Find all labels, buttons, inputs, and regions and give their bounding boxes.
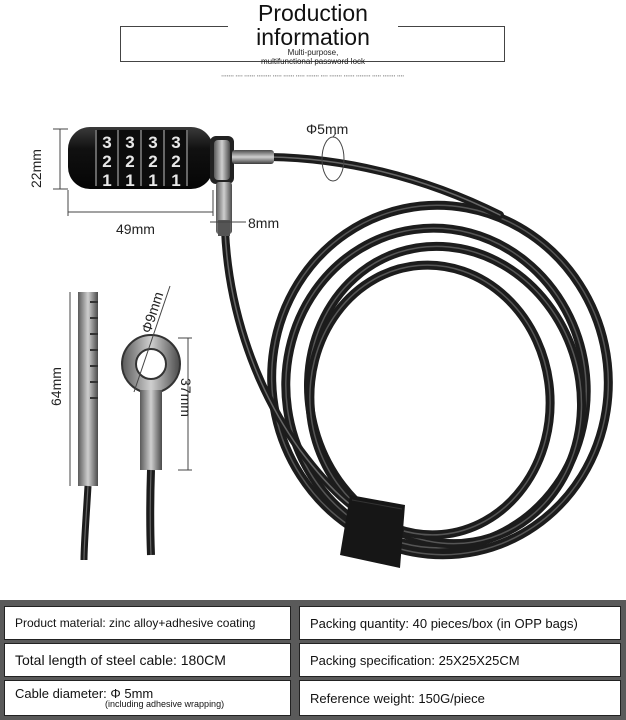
spec-cell-cable-diameter: Cable diameter: Φ 5mm (including adhesiv…	[4, 680, 291, 716]
coiled-cable	[221, 153, 613, 560]
lock-digit-r2-4: 2	[171, 152, 180, 171]
spec-packing-spec: Packing specification: 25X25X25CM	[310, 652, 520, 668]
spec-cell-weight: Reference weight: 150G/piece	[299, 680, 621, 716]
dimension-pin-length: 64mm	[48, 367, 64, 406]
spec-cell-packing-spec: Packing specification: 25X25X25CM	[299, 643, 621, 677]
page-subtitle-line-2: multifunctional password lock	[260, 57, 366, 66]
lock-digit-r1-1: 3	[102, 133, 111, 152]
header-bottom-rule	[120, 61, 505, 62]
lock-digit-r2-1: 2	[102, 152, 111, 171]
spec-cable-diameter-note: (including adhesive wrapping)	[105, 699, 225, 710]
spec-cell-packing-quantity: Packing quantity: 40 pieces/box (in OPP …	[299, 606, 621, 640]
page-header: Production information Multi-purpose, mu…	[0, 0, 626, 100]
page-title-line-1: Production	[258, 0, 368, 26]
product-illustration: 3 3 3 3 2 2 2 2 1 1 1 1	[53, 127, 613, 568]
header-right-vert-rule	[504, 26, 505, 62]
spec-table: Product material: zinc alloy+adhesive co…	[0, 600, 626, 720]
dimension-ring-length: 37mm	[178, 378, 194, 417]
lock-digit-r1-4: 3	[171, 133, 180, 152]
dimension-cable-diameter: Φ5mm	[306, 121, 349, 137]
spec-weight: Reference weight: 150G/piece	[310, 690, 485, 706]
lock-digit-r2-3: 2	[148, 152, 157, 171]
dimension-lines	[53, 128, 345, 486]
header-right-top-rule	[398, 26, 505, 27]
dimension-lock-width: 49mm	[116, 221, 155, 237]
spec-cable-length: Total length of steel cable: 180CM	[15, 652, 226, 668]
dimension-joint-width: 8mm	[248, 215, 280, 231]
header-left-top-rule	[120, 26, 228, 27]
lock-digit-r3-1: 1	[102, 171, 111, 190]
spec-cable-diameter: Cable diameter: Φ 5mm	[15, 685, 154, 701]
spec-cell-material: Product material: zinc alloy+adhesive co…	[4, 606, 291, 640]
header-fineprint: ▪▪▪▪▪▪▪ ▪▪▪▪ ▪▪▪▪▪▪ ▪▪▪▪▪▪▪▪ ▪▪▪▪▪ ▪▪▪▪▪…	[221, 73, 405, 78]
header-left-vert-rule	[120, 26, 121, 62]
page-subtitle-line-1: Multi-purpose,	[287, 48, 339, 57]
lock-digit-r1-2: 3	[125, 133, 134, 152]
lock-digit-r3-3: 1	[148, 171, 157, 190]
spec-cell-cable-length: Total length of steel cable: 180CM	[4, 643, 291, 677]
ribbed-pin-icon	[78, 292, 98, 561]
dimension-lock-height: 22mm	[28, 149, 44, 188]
spec-material: Product material: zinc alloy+adhesive co…	[15, 616, 256, 630]
lock-digit-r2-2: 2	[125, 152, 134, 171]
combination-lock-icon: 3 3 3 3 2 2 2 2 1 1 1 1	[68, 127, 274, 236]
lock-digit-r1-3: 3	[148, 133, 157, 152]
ring-terminal-icon	[121, 334, 181, 556]
spec-packing-quantity: Packing quantity: 40 pieces/box (in OPP …	[310, 615, 578, 631]
velcro-strap-icon	[340, 495, 405, 568]
page-title-line-2: information	[256, 24, 370, 50]
lock-digit-r3-2: 1	[125, 171, 134, 190]
lock-digit-r3-4: 1	[171, 171, 180, 190]
